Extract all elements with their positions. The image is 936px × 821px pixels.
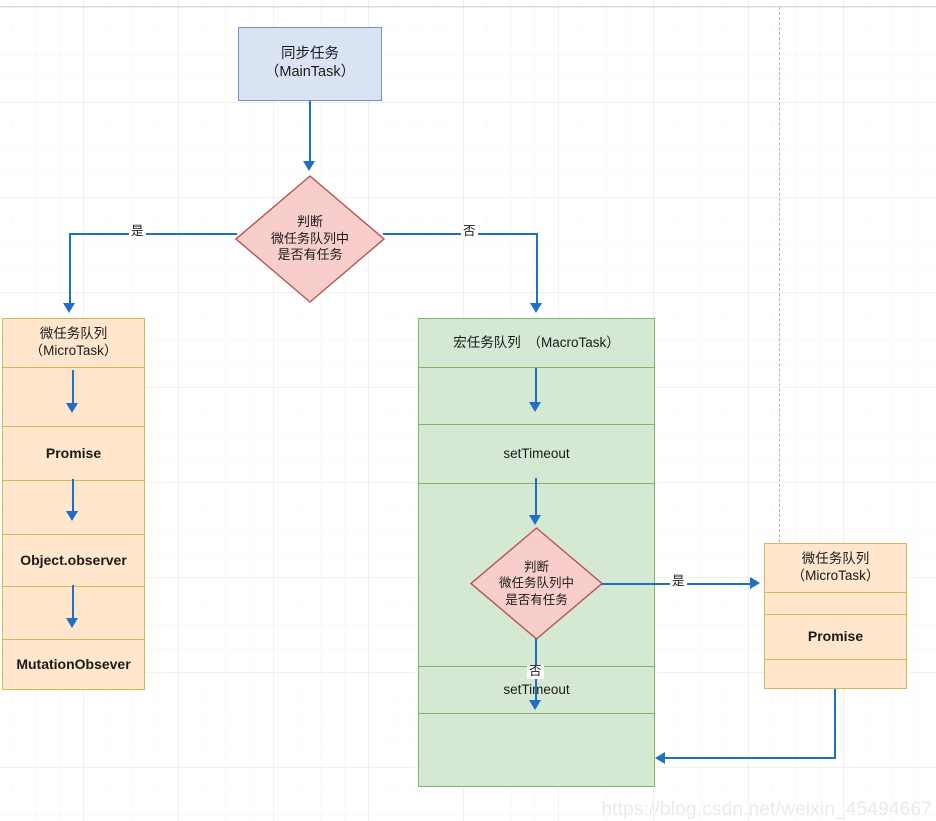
decision-inner-label: 判断 微任务队列中 是否有任务 (470, 527, 603, 640)
edge-left-header-to-promise (72, 370, 74, 405)
macrotask-row-5 (419, 713, 654, 786)
watermark-text: https://blog.csdn.net/weixin_45494667 (601, 799, 932, 820)
decision-top-line2: 微任务队列中 (270, 230, 349, 246)
arrowhead-return-to-macrotask (655, 752, 665, 764)
arrowhead-maintask-to-decision (302, 161, 315, 171)
microtask-queue-table-right[interactable]: 微任务队列 （MicroTask） Promise (764, 543, 907, 689)
microtask-left-header-line2: （MicroTask） (29, 343, 118, 358)
microtask-right-header-line1: 微任务队列 (801, 551, 870, 567)
decision-microtask-queue-inner[interactable]: 判断 微任务队列中 是否有任务 (470, 527, 603, 640)
decision-top-line1: 判断 (296, 213, 323, 229)
microtask-right-row-0 (765, 592, 906, 614)
edge-yes-horizontal (69, 233, 237, 235)
edge-label-yes-inner: 是 (670, 574, 687, 589)
microtask-left-header-line1: 微任务队列 (39, 326, 108, 342)
decision-inner-line1: 判断 (523, 560, 549, 575)
microtask-left-row-1: Promise (3, 426, 144, 480)
edge-settimeout-to-decision-inner (535, 478, 537, 517)
edge-left-objectobserver-to-mutationobserver (72, 585, 74, 620)
edge-label-no-inner: 否 (527, 664, 544, 679)
microtask-left-row-0 (3, 367, 144, 426)
arrowhead-yes-to-microtask-left (62, 303, 75, 313)
decision-inner-line2: 微任务队列中 (498, 576, 574, 591)
microtask-right-header: 微任务队列 （MicroTask） (765, 544, 906, 592)
diamond-shape-icon (235, 175, 385, 303)
microtask-right-row-1: Promise (765, 614, 906, 659)
decision-inner-line3: 是否有任务 (505, 592, 568, 607)
macrotask-header: 宏任务队列 （MacroTask） (453, 334, 620, 350)
microtask-right-header-line2: （MicroTask） (791, 568, 880, 583)
microtask-left-header: 微任务队列 （MicroTask） (3, 319, 144, 367)
arrowhead-settimeout-to-decision-inner (528, 515, 541, 525)
edge-left-promise-to-objectobserver (72, 479, 74, 513)
arrowhead-left-promise-to-objectobserver (65, 511, 78, 521)
edge-return-vertical (834, 689, 836, 759)
edge-return-horizontal (665, 757, 836, 759)
arrowhead-inner-no-to-settimeout (528, 700, 541, 710)
macrotask-row-1: setTimeout (419, 424, 654, 483)
edge-label-yes-left: 是 (129, 224, 146, 239)
arrowhead-left-objectobserver-to-mutationobserver (65, 618, 78, 628)
main-task-box[interactable]: 同步任务 （MainTask） (238, 27, 382, 101)
edge-yes-vertical (69, 233, 71, 305)
edge-label-no-right: 否 (461, 224, 478, 239)
decision-top-label: 判断 微任务队列中 是否有任务 (235, 175, 385, 303)
microtask-left-row-3: Object.observer (3, 534, 144, 586)
edge-no-vertical (536, 233, 538, 305)
edge-macro-header-to-settimeout (535, 368, 537, 404)
main-task-line2: （MainTask） (264, 64, 356, 80)
arrowhead-macro-header-to-settimeout (528, 402, 541, 412)
arrowhead-no-to-macrotask (529, 303, 542, 313)
page-break-guide (779, 7, 780, 547)
microtask-left-row-5: MutationObsever (3, 639, 144, 689)
main-task-line1: 同步任务 (281, 46, 339, 63)
macrotask-row-0 (419, 367, 654, 424)
edge-maintask-to-decision (309, 101, 311, 163)
arrowhead-left-header-to-promise (65, 403, 78, 413)
microtask-right-row-2 (765, 659, 906, 688)
top-rule-divider (0, 6, 936, 7)
decision-microtask-queue-top[interactable]: 判断 微任务队列中 是否有任务 (235, 175, 385, 303)
decision-top-line3: 是否有任务 (277, 247, 343, 263)
edge-no-horizontal (383, 233, 538, 235)
arrowhead-inner-yes-to-microtask-right (750, 577, 760, 589)
